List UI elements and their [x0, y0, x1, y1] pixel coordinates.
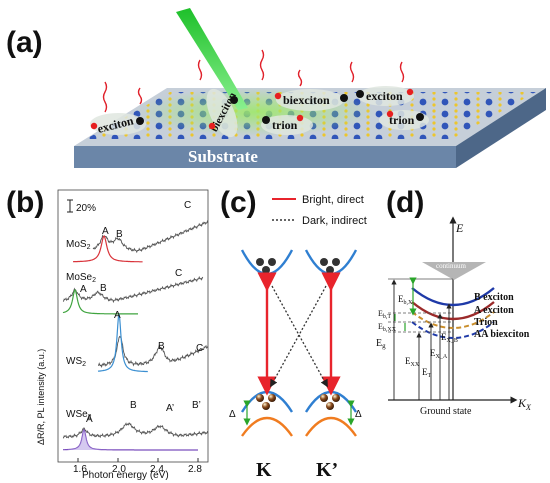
svg-text:−: −: [264, 116, 269, 125]
svg-text:−: −: [138, 117, 143, 126]
panel-d-energy-diagram: E KX continuum B exciton A exciton Trion…: [376, 216, 532, 417]
spectra-lines: [62, 220, 209, 451]
substrate-label: Substrate: [188, 147, 258, 166]
svg-text:−: −: [418, 113, 423, 122]
biexciton-bubble: [276, 89, 344, 111]
legend-bright: Bright, direct: [302, 194, 364, 206]
label-exb: EX_B: [441, 332, 458, 344]
panel-label-b: (b): [6, 186, 44, 219]
peak-ws2-b: B: [158, 341, 165, 352]
tick-2-8: 2.8: [188, 464, 202, 475]
label-trion-left: trion: [272, 118, 298, 132]
photon-emission: [102, 49, 405, 113]
label-ebt: Eb,T: [378, 309, 391, 320]
label-ebxx: Eb,XX: [378, 322, 397, 333]
panel-c-valleys: Bright, direct Dark, indirect Δ Δ: [229, 194, 367, 481]
peak-wse2-b: B: [130, 400, 137, 411]
peak-mos2-c: C: [184, 200, 191, 211]
tick-2-0: 2.0: [112, 464, 126, 475]
panel-label-d: (d): [386, 186, 424, 219]
panel-label-a: (a): [6, 26, 43, 59]
material-mos2: MoS2: [66, 239, 91, 251]
peak-mos2-b: B: [116, 229, 123, 240]
panel-b-spectra: 20% MoS2 MoSe2 WS2 WSe2 A B C A B C A B …: [36, 189, 209, 481]
mos2-pl-line: [73, 235, 143, 263]
valley-kp: K’: [316, 459, 338, 481]
peak-ws2-c: C: [196, 343, 203, 354]
valence-band-lower-kp: [305, 417, 357, 437]
peak-mose2-a: A: [80, 284, 87, 295]
ws2-pl-line: [97, 313, 148, 373]
material-wse2: WSe2: [66, 409, 92, 421]
panel-a-illustration: exciton biexciton biexciton trion trion …: [74, 8, 546, 168]
biexciton-bubble-vertical: [206, 88, 238, 138]
mos2-reflectance-line: [92, 220, 209, 254]
svg-text:−: −: [232, 96, 237, 105]
panel-label-c: (c): [220, 186, 257, 219]
energy-axis-label: E: [455, 221, 464, 235]
dark-transition-2: [270, 285, 327, 388]
mose2-pl-line: [62, 288, 138, 315]
ground-state-label: Ground state: [420, 406, 472, 417]
legend-dark: Dark, indirect: [302, 215, 367, 227]
label-b-exciton: B exciton: [474, 292, 514, 303]
trion-curve: [411, 311, 495, 329]
tick-1-6: 1.6: [73, 464, 87, 475]
peak-mos2-a: A: [102, 226, 109, 237]
label-eg: Eg: [376, 338, 386, 350]
biexciton-curve: [411, 321, 495, 339]
svg-text:−: −: [358, 90, 363, 99]
wse2-reflectance-line: [62, 422, 209, 439]
label-exx: EXX: [405, 356, 420, 368]
label-et: ET: [422, 367, 432, 379]
delta-left: Δ: [229, 409, 236, 420]
peak-wse2-ap: A’: [166, 403, 174, 414]
b-exciton-curve: [411, 287, 495, 307]
continuum-cone: [422, 262, 486, 280]
label-aa-biexciton: AA biexciton: [474, 329, 530, 340]
spectra-xlabel: Photon energy (eV): [82, 470, 169, 481]
substrate-front: [74, 146, 456, 168]
electron-charges: − − − − − −: [136, 90, 424, 126]
peak-mose2-b: B: [100, 283, 107, 294]
exciton-bubble: [90, 113, 146, 135]
spectra-ylabel: ΔR/R, PL intensity (a.u.): [36, 349, 46, 445]
label-ebx: Eb,X: [398, 294, 413, 306]
valence-band-lower-k: [241, 417, 293, 437]
spectra-ticks: [77, 458, 199, 462]
svg-text:−: −: [342, 94, 347, 103]
label-exa: EX_A: [430, 348, 448, 360]
hole-charges: [90, 88, 414, 130]
laser-beam: [176, 8, 248, 110]
continuum-label: continuum: [436, 262, 466, 270]
label-exciton-right: exciton: [366, 89, 403, 103]
material-ws2: WS2: [66, 356, 86, 368]
valley-k: K: [256, 459, 272, 481]
material-mose2: MoSe2: [66, 272, 96, 284]
label-trion-right: trion: [389, 113, 415, 127]
wse2-pl-line: [63, 428, 198, 451]
ws2-reflectance-line: [98, 335, 209, 368]
dark-transition-1: [271, 285, 328, 388]
peak-wse2-bp: B’: [192, 400, 201, 411]
electrons: [256, 258, 340, 274]
exciton-bubble-right: [358, 86, 414, 106]
label-a-exciton: A exciton: [474, 305, 514, 316]
delta-right: Δ: [355, 409, 362, 420]
mose2-reflectance-line: [62, 275, 204, 304]
momentum-axis-label: KX: [517, 396, 532, 412]
holes: [256, 394, 340, 410]
peak-mose2-c: C: [175, 268, 182, 279]
substrate-side: [456, 88, 546, 168]
label-trion: Trion: [474, 317, 498, 328]
wse2-pl-fill: [68, 430, 103, 450]
a-exciton-curve: [411, 301, 495, 321]
spectra-frame: [57, 189, 209, 463]
peak-wse2-a: A: [86, 414, 93, 425]
tick-2-4: 2.4: [150, 464, 164, 475]
peak-ws2-a: A: [114, 310, 121, 321]
scale-bar-label: 20%: [76, 203, 96, 214]
label-biexciton: biexciton: [283, 93, 330, 107]
